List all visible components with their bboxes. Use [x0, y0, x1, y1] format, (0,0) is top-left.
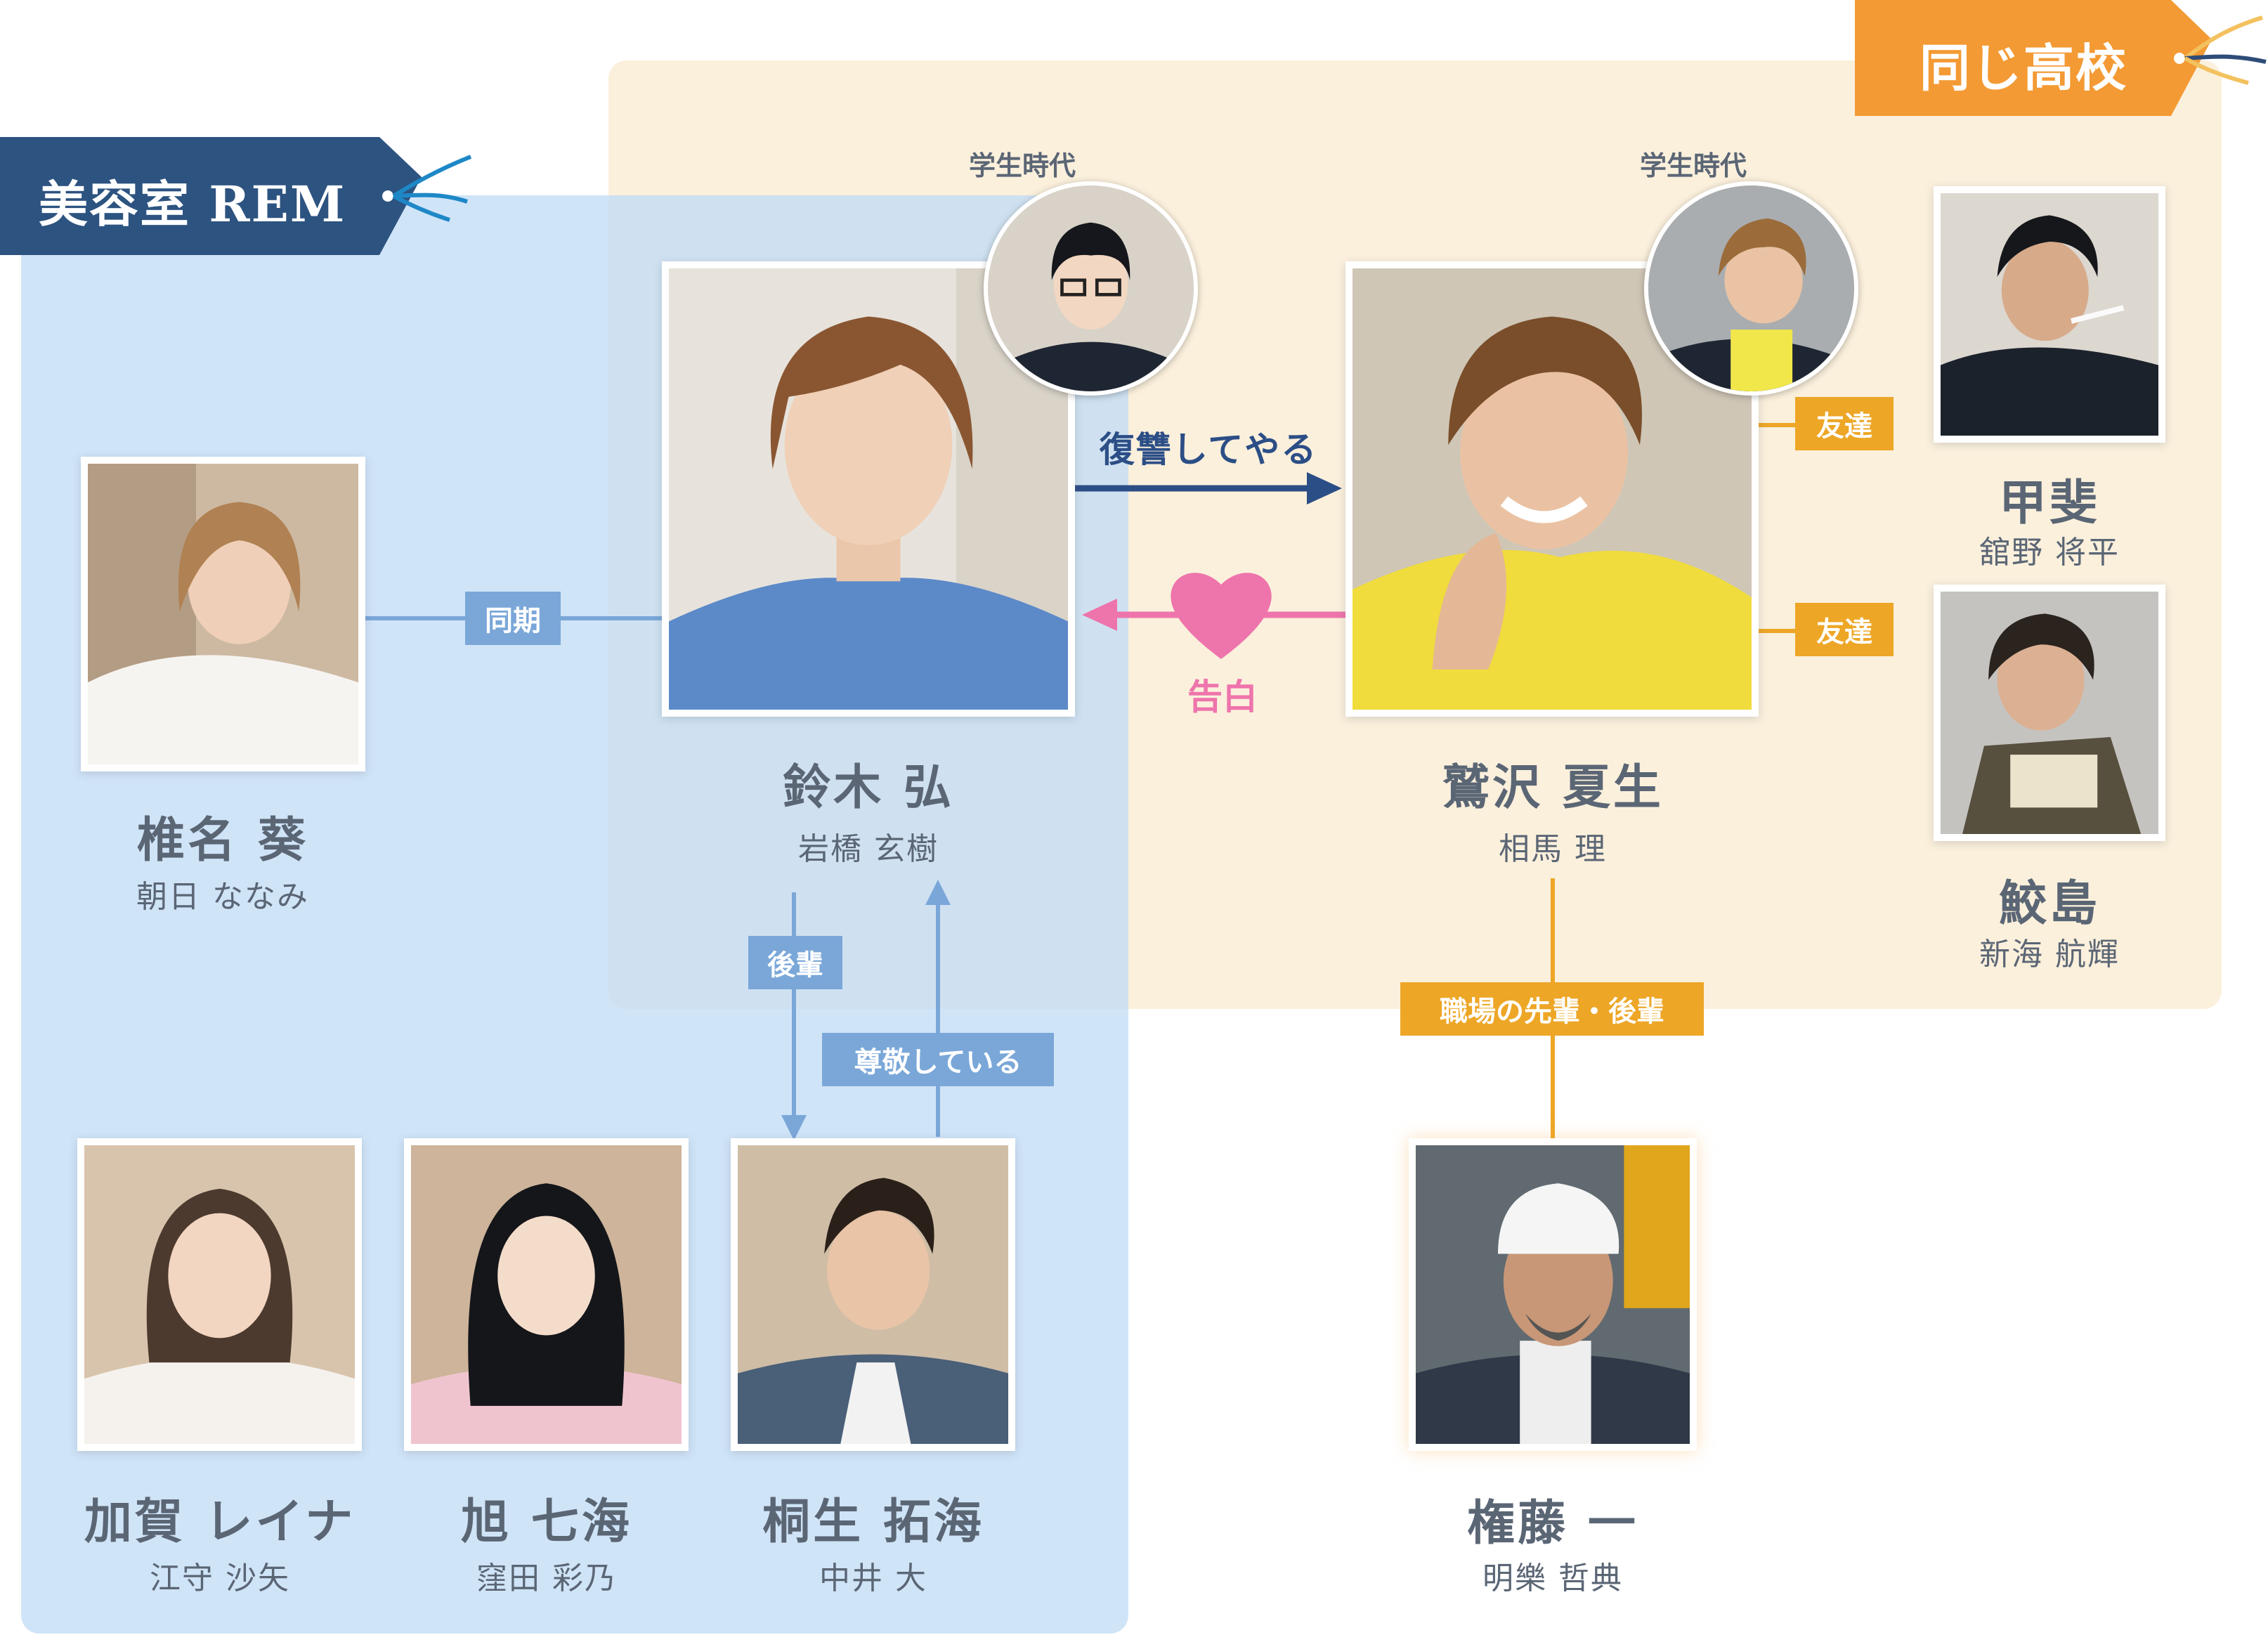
kiryu-name: 桐生 拓海	[762, 1494, 984, 1550]
samejima-actor: 新海 航輝	[1979, 937, 2120, 972]
suzuki-photo[interactable]	[662, 261, 1075, 717]
kiryu-photo[interactable]	[731, 1138, 1015, 1451]
friend-label-kai: 友達	[1795, 397, 1894, 450]
washizawa-student-label: 学生時代	[1639, 150, 1747, 181]
gondo-photo[interactable]	[1409, 1138, 1697, 1451]
kai-actor: 舘野 将平	[1979, 535, 2120, 571]
suzuki-actor: 岩橋 玄樹	[798, 831, 939, 867]
kiryu-actor: 中井 大	[819, 1561, 927, 1596]
suzuki-student-label: 学生時代	[968, 150, 1076, 181]
kai-photo[interactable]	[1934, 186, 2165, 443]
friend-label-samejima: 友達	[1795, 603, 1894, 656]
asahi-photo[interactable]	[404, 1138, 689, 1451]
kaga-actor: 江守 沙矢	[150, 1561, 290, 1596]
school-tag	[1855, 0, 2267, 116]
heart-icon	[1171, 573, 1272, 659]
revenge-arrow-head	[1307, 472, 1342, 504]
kaga-photo[interactable]	[77, 1138, 362, 1451]
kai-name: 甲斐	[1998, 476, 2100, 531]
suzuki-student-photo[interactable]	[984, 181, 1198, 396]
kaga-name: 加賀 レイナ	[84, 1494, 356, 1550]
washizawa-student-photo[interactable]	[1644, 181, 1858, 396]
samejima-name: 鮫島	[1998, 876, 2100, 932]
school-tag-label: 同じ高校	[1920, 38, 2128, 98]
shiina-photo[interactable]	[81, 457, 365, 771]
salon-tag-label: 美容室 REM	[39, 175, 346, 233]
gondo-actor: 明樂 哲典	[1482, 1561, 1623, 1596]
work-label: 職場の先輩・後輩	[1400, 982, 1704, 1036]
asahi-name: 旭 七海	[461, 1494, 632, 1550]
washizawa-actor: 相馬 理	[1499, 831, 1607, 867]
suzuki-name: 鈴木 弘	[783, 760, 954, 816]
asahi-actor: 窪田 彩乃	[476, 1561, 617, 1596]
confession-label: 告白	[1187, 677, 1258, 717]
respect-label: 尊敬している	[822, 1033, 1054, 1086]
junior-label: 後輩	[748, 936, 842, 989]
gondo-name: 権藤 一	[1467, 1496, 1638, 1551]
same-year-label: 同期	[465, 592, 561, 645]
confession-arrow-head	[1082, 599, 1117, 631]
salon-tag	[0, 137, 472, 255]
revenge-label: 復讐してやる	[1099, 429, 1318, 470]
shiina-actor: 朝日 ななみ	[136, 879, 309, 915]
samejima-photo[interactable]	[1934, 585, 2165, 841]
shiina-name: 椎名 葵	[137, 813, 308, 868]
washizawa-name: 鷲沢 夏生	[1442, 760, 1664, 816]
